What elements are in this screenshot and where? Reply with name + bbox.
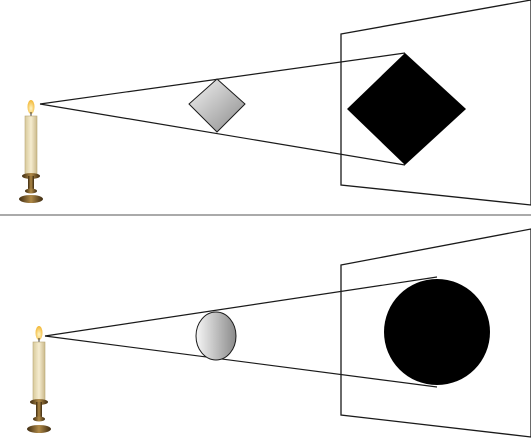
object-diamond	[189, 79, 245, 132]
panel-bottom-circle	[27, 229, 531, 437]
candle-icon	[27, 326, 51, 433]
object-circle	[196, 312, 236, 360]
shadow-circle	[384, 279, 490, 385]
panel-top-diamond	[19, 0, 531, 205]
candle-icon	[19, 100, 43, 203]
